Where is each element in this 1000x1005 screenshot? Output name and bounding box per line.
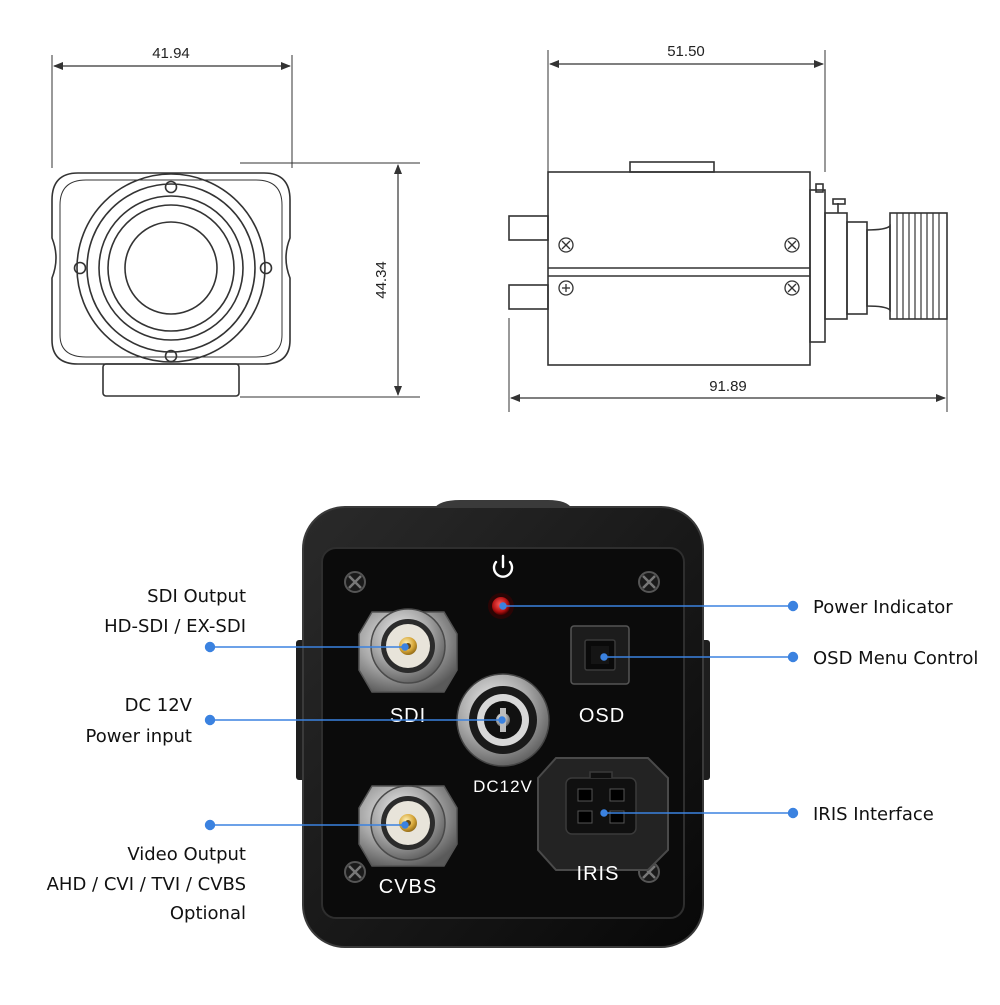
sdi-bnc-connector — [358, 608, 458, 693]
side-total-length-label: 91.89 — [709, 378, 747, 395]
port-label-osd: OSD — [579, 705, 625, 727]
left-callouts: SDI Output HD-SDI / EX-SDI DC 12V Power … — [47, 586, 246, 924]
osd-menu-button[interactable] — [570, 625, 630, 685]
front-height-label: 44.34 — [373, 261, 390, 299]
port-label-iris: IRIS — [577, 863, 620, 885]
callout-sdi-line-2: HD-SDI / EX-SDI — [104, 616, 246, 637]
callout-sdi-line-1: SDI Output — [147, 586, 246, 607]
right-callouts: Power Indicator OSD Menu Control IRIS In… — [813, 597, 978, 825]
callout-power-indicator: Power Indicator — [813, 597, 953, 618]
side-view-screws — [558, 237, 800, 296]
port-label-dc12v: DC12V — [473, 777, 533, 796]
side-body-length-label: 51.50 — [667, 43, 705, 60]
front-width-label: 41.94 — [152, 45, 190, 62]
side-view-drawing — [508, 50, 948, 412]
callout-iris-interface: IRIS Interface — [813, 804, 934, 825]
lens-knurling — [896, 213, 940, 319]
callout-lines — [204, 600, 799, 831]
port-label-sdi: SDI — [390, 705, 426, 727]
callout-video-line-2: AHD / CVI / TVI / CVBS — [47, 874, 246, 895]
front-view-drawing — [51, 55, 420, 398]
port-label-cvbs: CVBS — [379, 876, 437, 898]
callout-video-line-3: Optional — [170, 903, 246, 924]
callout-video-line-1: Video Output — [127, 844, 246, 865]
screw-icon — [344, 571, 660, 883]
callout-dc-line-2: Power input — [86, 726, 192, 747]
power-icon — [492, 554, 514, 578]
callout-dc-line-1: DC 12V — [125, 695, 193, 716]
callout-osd-menu: OSD Menu Control — [813, 648, 978, 669]
